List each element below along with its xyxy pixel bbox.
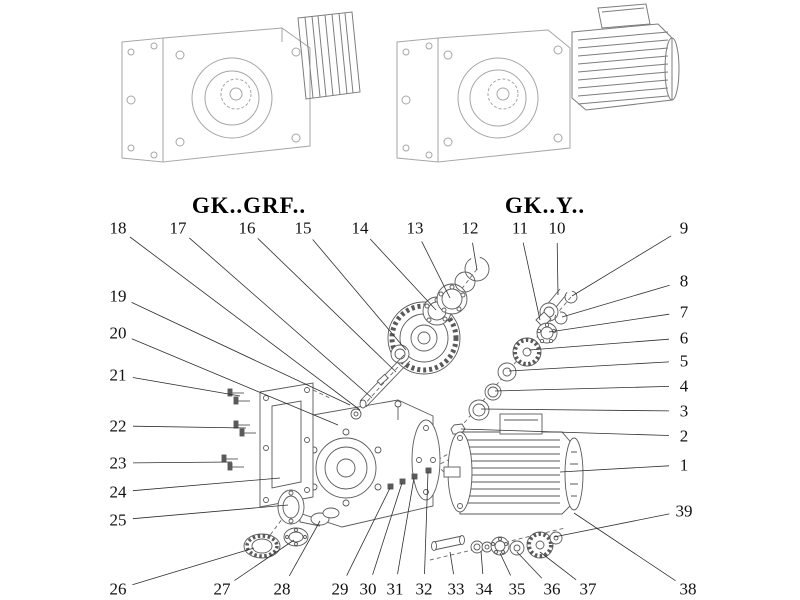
part-number-7: 7 [677, 302, 691, 322]
part-number-33: 33 [445, 579, 467, 599]
part-number-21: 21 [107, 365, 129, 385]
part-number-13: 13 [404, 218, 426, 238]
part-number-23: 23 [107, 453, 129, 473]
variant-label-gkgrf: GK..GRF.. [191, 193, 307, 218]
cover-bearing-set [243, 489, 340, 559]
part-number-12: 12 [459, 218, 481, 238]
part-number-24: 24 [107, 482, 129, 502]
part-number-28: 28 [271, 579, 293, 599]
part-number-6: 6 [677, 328, 691, 348]
part-number-8: 8 [677, 271, 691, 291]
gkgrf-drawing [121, 11, 361, 163]
output-gear-set [350, 256, 490, 420]
part-number-38: 38 [677, 579, 699, 599]
part-number-1: 1 [677, 455, 691, 475]
part-number-31: 31 [384, 579, 406, 599]
part-number-4: 4 [677, 376, 691, 396]
exploded-view [221, 256, 584, 561]
part-number-25: 25 [107, 510, 129, 530]
lower-shaft-kit [431, 531, 563, 559]
part-number-3: 3 [677, 401, 691, 421]
motor-top-drawing [571, 3, 680, 111]
part-number-22: 22 [107, 416, 129, 436]
part-number-2: 2 [677, 426, 691, 446]
coupling-fasteners [387, 467, 432, 490]
part-number-9: 9 [677, 218, 691, 238]
part-number-26: 26 [107, 579, 129, 599]
part-number-20: 20 [107, 323, 129, 343]
part-number-18: 18 [107, 218, 129, 238]
part-number-15: 15 [292, 218, 314, 238]
part-number-37: 37 [577, 579, 599, 599]
part-number-39: 39 [673, 501, 695, 521]
part-number-19: 19 [107, 286, 129, 306]
part-number-29: 29 [329, 579, 351, 599]
part-number-5: 5 [677, 351, 691, 371]
part-number-35: 35 [506, 579, 528, 599]
gky-drawing [396, 3, 680, 163]
part-number-11: 11 [509, 218, 531, 238]
part-number-34: 34 [473, 579, 495, 599]
part-number-16: 16 [236, 218, 258, 238]
part-number-14: 14 [349, 218, 371, 238]
variant-label-gky: GK..Y.. [504, 193, 586, 218]
motor [443, 413, 584, 515]
part-number-10: 10 [546, 218, 568, 238]
gear-housing [295, 399, 441, 528]
part-number-32: 32 [413, 579, 435, 599]
part-number-27: 27 [211, 579, 233, 599]
part-number-30: 30 [357, 579, 379, 599]
part-number-36: 36 [541, 579, 563, 599]
mounting-flange [259, 382, 314, 508]
flange-bolts [221, 388, 256, 471]
part-number-17: 17 [167, 218, 189, 238]
